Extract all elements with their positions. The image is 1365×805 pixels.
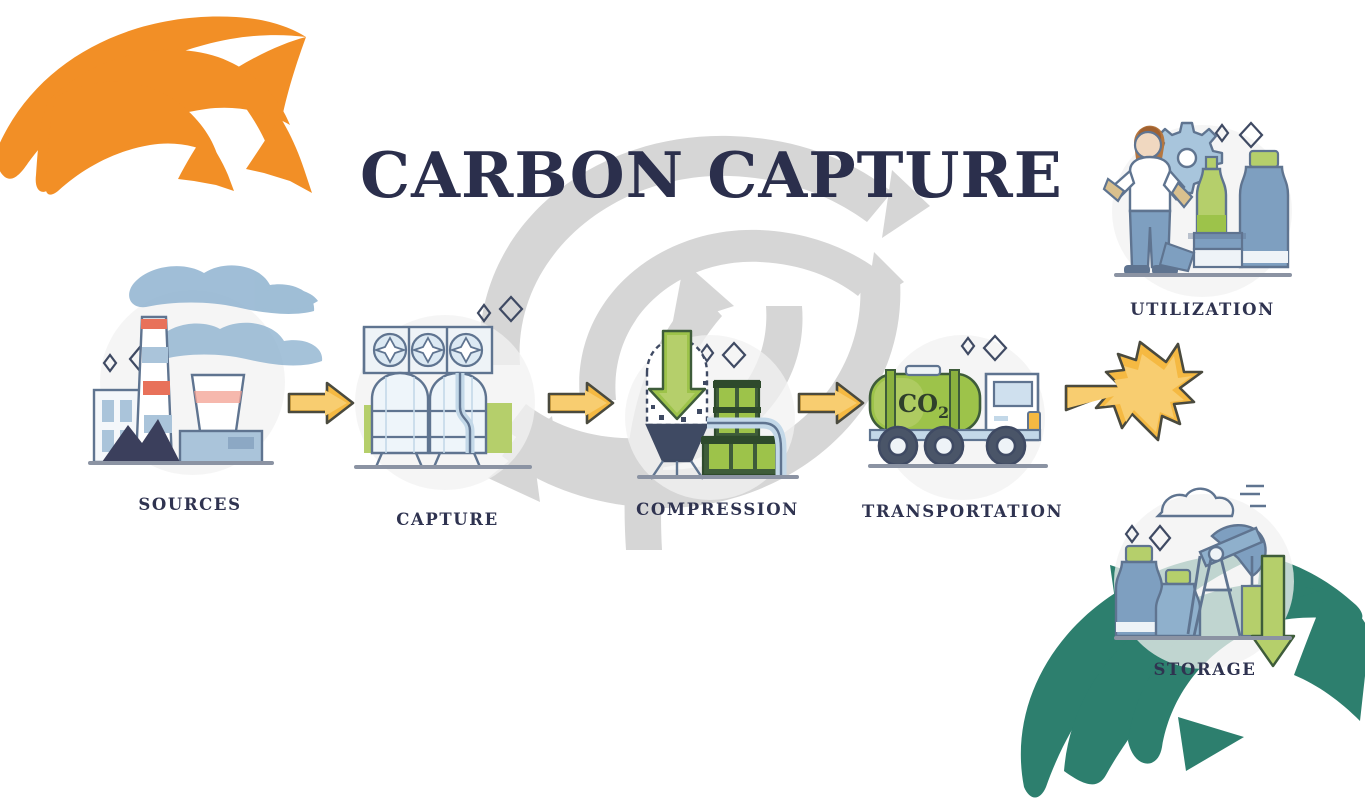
stage-label-sources: SOURCES bbox=[138, 495, 242, 514]
connector-transportation-split bbox=[1062, 332, 1204, 464]
oil-pumpjack-icon bbox=[1100, 480, 1310, 675]
stage-transportation[interactable]: CO 2 bbox=[862, 330, 1062, 521]
stage-sources[interactable]: SOURCES bbox=[80, 255, 323, 514]
stage-label-transportation: TRANSPORTATION bbox=[862, 502, 1064, 521]
ground-line bbox=[1114, 636, 1292, 640]
wheel-group bbox=[877, 425, 1027, 467]
sparkle-icon bbox=[1214, 121, 1264, 149]
connector-capture-to-compression bbox=[545, 378, 617, 428]
absorber-tank bbox=[370, 371, 430, 455]
orange-swoosh-logo bbox=[0, 5, 335, 250]
coal-pile bbox=[102, 419, 180, 462]
stage-label-capture: CAPTURE bbox=[396, 510, 499, 529]
green-base bbox=[486, 403, 512, 453]
ground-line bbox=[637, 475, 799, 479]
page-title: CARBON CAPTURE bbox=[360, 138, 1063, 212]
direct-air-capture-icon bbox=[350, 295, 545, 480]
ground-line bbox=[868, 464, 1048, 468]
pumpjack bbox=[1186, 524, 1267, 638]
ground-line bbox=[1114, 273, 1292, 277]
stage-label-compression: COMPRESSION bbox=[636, 500, 799, 519]
ground-line bbox=[354, 465, 532, 469]
worker-products-icon bbox=[1100, 115, 1305, 295]
pipe bbox=[707, 417, 787, 475]
connector-compression-to-transportation bbox=[795, 378, 867, 428]
stage-label-storage: STORAGE bbox=[1153, 660, 1257, 679]
arrow-right-icon bbox=[797, 381, 865, 425]
tank-label-subscript: 2 bbox=[938, 403, 949, 422]
bottle-blue bbox=[1238, 149, 1290, 269]
tank-label: CO bbox=[898, 389, 938, 418]
worker-person bbox=[1102, 125, 1194, 275]
branching-arrow-icon bbox=[1064, 340, 1204, 442]
sparkle-icon bbox=[699, 341, 747, 369]
cloud-icon bbox=[1155, 484, 1266, 518]
pipe bbox=[455, 373, 475, 453]
crate-group bbox=[1158, 231, 1246, 273]
cooling-tower bbox=[178, 373, 264, 465]
arrow-right-icon bbox=[287, 381, 355, 425]
connector-sources-to-capture bbox=[285, 378, 357, 428]
factory-smokestack-icon bbox=[80, 255, 323, 480]
tanker-truck-icon: CO 2 bbox=[862, 330, 1062, 485]
stage-utilization[interactable]: UTILIZATION bbox=[1100, 115, 1305, 319]
down-arrow-green bbox=[647, 329, 707, 421]
tank-trailer: CO 2 bbox=[868, 364, 982, 437]
smokestack bbox=[134, 315, 174, 464]
sparkle-icon bbox=[1124, 524, 1172, 552]
stage-label-utilization: UTILIZATION bbox=[1130, 300, 1275, 319]
arrow-right-icon bbox=[547, 381, 615, 425]
sparkle-icon bbox=[476, 295, 524, 323]
stage-compression[interactable]: COMPRESSION bbox=[615, 325, 820, 519]
fan-unit-rack bbox=[362, 325, 494, 375]
stage-capture[interactable]: CAPTURE bbox=[350, 295, 545, 529]
ground-line bbox=[88, 461, 274, 465]
sparkle-icon bbox=[960, 334, 1008, 362]
compressor-hopper-icon bbox=[615, 325, 820, 485]
stage-storage[interactable]: STORAGE bbox=[1100, 480, 1310, 679]
smoke-cloud bbox=[129, 265, 318, 314]
bottle-green bbox=[1195, 155, 1228, 237]
